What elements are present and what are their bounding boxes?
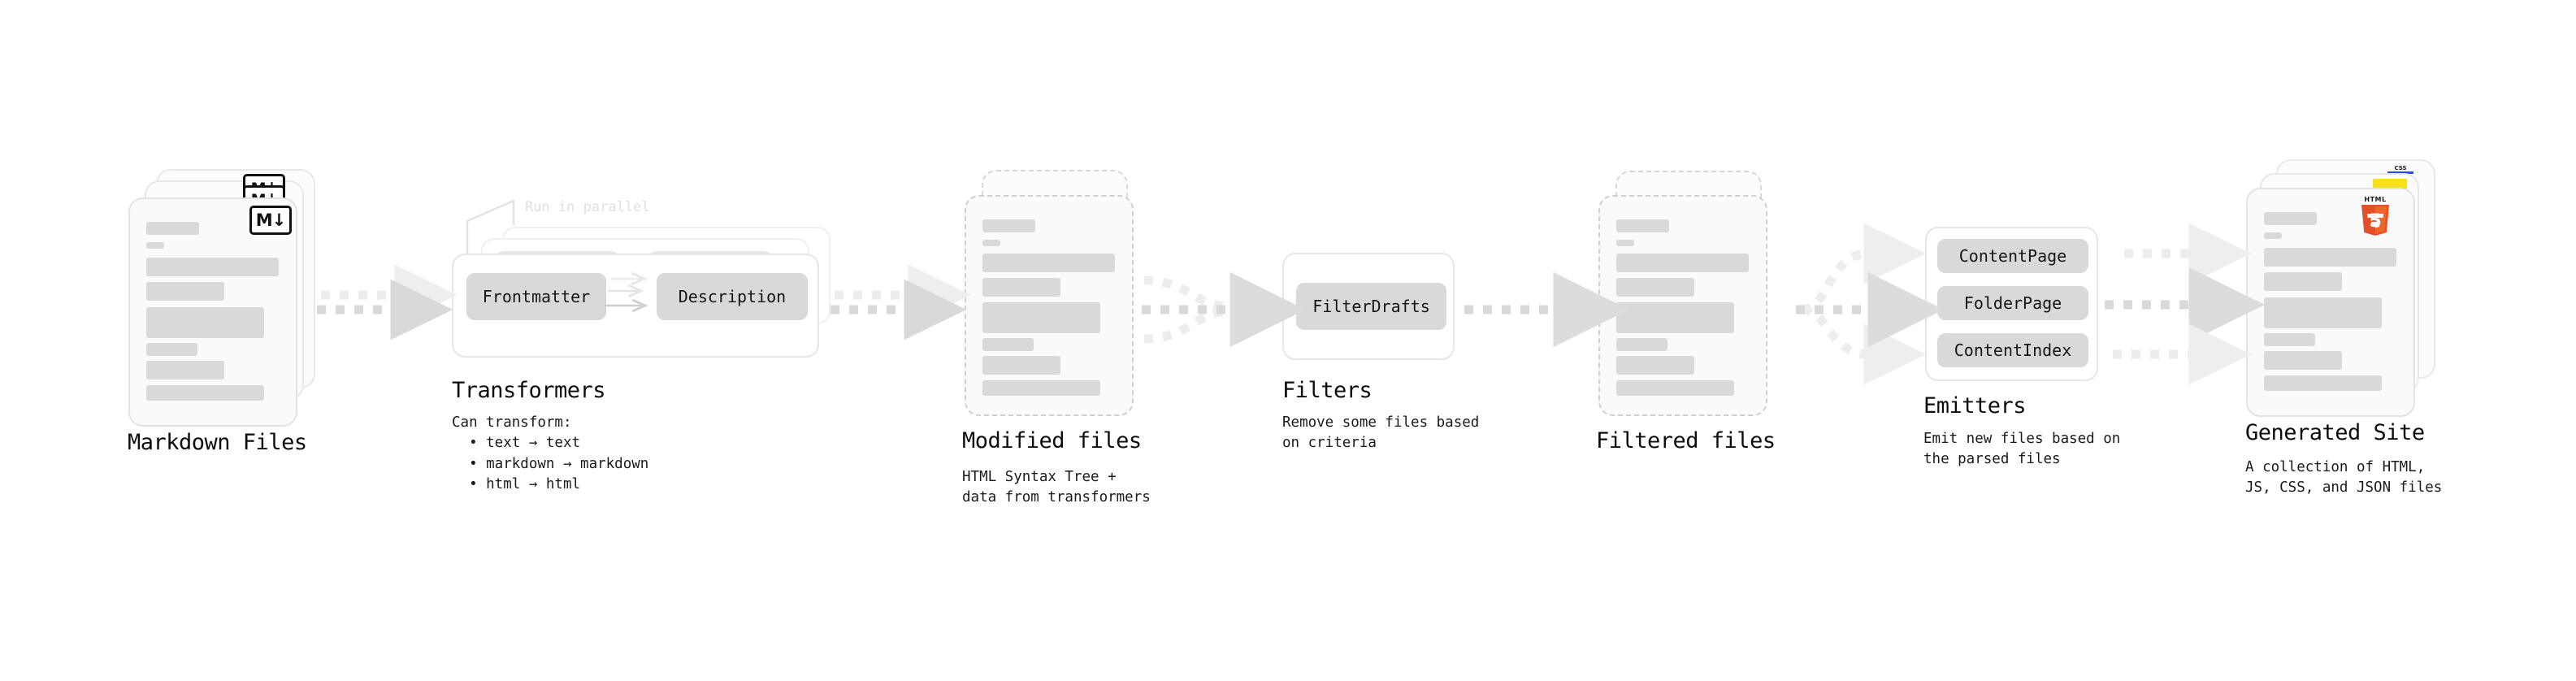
- skeleton-bar: [146, 282, 224, 301]
- stage-title-transformers: Transformers: [452, 378, 606, 403]
- skeleton-bar: [2264, 375, 2382, 391]
- connector-modified-to-filters: [1142, 271, 1306, 348]
- filtered-card-front: [1598, 195, 1767, 416]
- connector-markdown-to-transformers: [317, 264, 458, 340]
- skeleton-bar: [2264, 272, 2342, 291]
- transformer-node-frontmatter[interactable]: Frontmatter: [466, 273, 606, 320]
- modified-card-front: [965, 195, 1134, 416]
- skeleton-bar: [2264, 333, 2315, 346]
- skeleton-bar: [146, 343, 197, 356]
- filter-node-filterdrafts[interactable]: FilterDrafts: [1296, 283, 1446, 330]
- skeleton-bar: [2264, 351, 2342, 370]
- run-in-parallel-label: Run in parallel: [525, 199, 650, 215]
- filters-group: FilterDrafts: [1282, 253, 1455, 360]
- stage-subtitle-emitters: Emit new files based on the parsed files: [1923, 431, 2121, 468]
- skeleton-bar: [2264, 232, 2282, 239]
- skeleton-bar: [982, 356, 1060, 375]
- css3-badge: CSS: [2386, 163, 2415, 174]
- transformer-node-description[interactable]: Description: [657, 273, 808, 320]
- stage-title-modified-files: Modified files: [962, 428, 1142, 453]
- stage-title-emitters: Emitters: [1923, 393, 2027, 419]
- skeleton-bar: [1616, 240, 1634, 246]
- stage-subtitle-transformers: Can transform: • text → text • markdown …: [452, 414, 649, 493]
- stage-title-filtered-files: Filtered files: [1596, 428, 1776, 453]
- skeleton-bar: [1616, 302, 1734, 333]
- skeleton-bar: [982, 338, 1034, 351]
- skeleton-bar: [982, 240, 1000, 246]
- skeleton-bar: [146, 258, 279, 276]
- emitter-node-folderpage[interactable]: FolderPage: [1937, 286, 2088, 320]
- skeleton-bar: [1616, 219, 1669, 232]
- skeleton-bar: [982, 302, 1100, 333]
- skeleton-bar: [1616, 356, 1694, 375]
- skeleton-bar: [146, 307, 264, 338]
- skeleton-bar: [1616, 278, 1694, 297]
- html5-icon: HTML 5: [2357, 194, 2393, 236]
- skeleton-bar: [1616, 254, 1749, 272]
- skeleton-bar: [982, 278, 1060, 297]
- skeleton-bar: [982, 219, 1035, 232]
- stage-title-markdown-files: Markdown Files: [128, 430, 307, 455]
- skeleton-bar: [2264, 212, 2317, 225]
- emitter-node-contentpage[interactable]: ContentPage: [1937, 239, 2088, 273]
- stage-subtitle-generated-site: A collection of HTML, JS, CSS, and JSON …: [2245, 459, 2443, 497]
- emitter-node-contentindex[interactable]: ContentIndex: [1937, 333, 2088, 367]
- transformer-group-front: Frontmatter Description: [452, 254, 819, 358]
- skeleton-bar: [146, 222, 199, 235]
- skeleton-bar: [2264, 297, 2382, 328]
- connector-emitters-to-site: [2105, 223, 2265, 385]
- site-card-front: [2246, 188, 2415, 417]
- markdown-badge-icon: M↓: [249, 206, 292, 235]
- emitters-group: ContentPage FolderPage ContentIndex: [1925, 227, 2098, 381]
- skeleton-bar: [1616, 380, 1734, 396]
- skeleton-bar: [1616, 338, 1667, 351]
- stage-title-filters: Filters: [1282, 378, 1373, 403]
- skeleton-bar: [982, 254, 1115, 272]
- skeleton-bar: [2264, 248, 2396, 267]
- connector-transformers-to-modified: [830, 264, 971, 340]
- skeleton-bar: [982, 380, 1100, 396]
- skeleton-bar: [146, 361, 224, 380]
- svg-text:5: 5: [2369, 211, 2381, 232]
- skeleton-bar: [146, 242, 164, 249]
- svg-text:HTML: HTML: [2364, 196, 2386, 203]
- stage-subtitle-filters: Remove some files based on criteria: [1282, 414, 1480, 452]
- svg-text:CSS: CSS: [2394, 165, 2406, 171]
- skeleton-bar: [146, 385, 264, 401]
- markdown-card-front: [128, 197, 297, 427]
- stage-title-generated-site: Generated Site: [2245, 420, 2425, 445]
- stage-subtitle-modified-files: HTML Syntax Tree + data from transformer…: [962, 469, 1151, 506]
- connector-filtered-to-emitters: [1796, 223, 1944, 385]
